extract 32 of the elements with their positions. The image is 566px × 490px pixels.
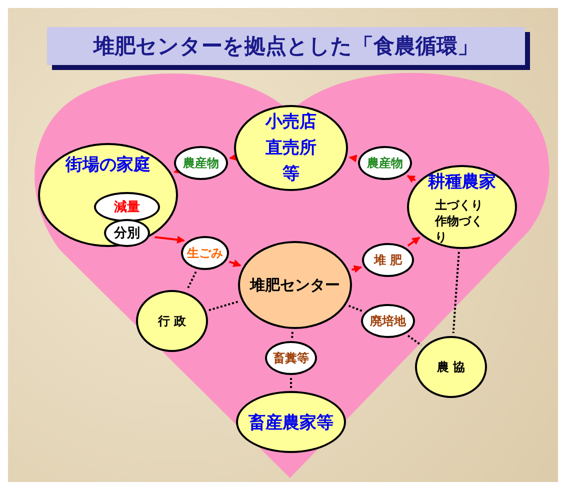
node-label: 街場の家庭 <box>66 154 150 176</box>
node-label: 畜産農家等 <box>248 412 334 434</box>
title: 堆肥センターを拠点とした「食農循環」 <box>47 27 525 65</box>
node-label: 農 協 <box>436 358 466 376</box>
node-label: 行 政 <box>158 312 186 330</box>
node-label: 堆 肥 <box>374 252 402 268</box>
dotted-line <box>186 271 197 290</box>
node-label: 農産物 <box>183 154 219 172</box>
arrow <box>229 153 238 161</box>
node-note: 土づくり作物づくり <box>435 196 484 244</box>
arrow <box>154 236 186 244</box>
dotted-line <box>452 252 460 334</box>
dotted-line <box>407 334 422 346</box>
node-label: 堆肥センター <box>250 276 340 294</box>
dotted-line <box>291 332 294 338</box>
dotted-line <box>290 378 292 388</box>
oval-node <box>104 219 150 247</box>
arrow <box>351 265 362 273</box>
arrow <box>406 175 416 183</box>
dotted-line <box>208 300 240 312</box>
node-label: 減量 <box>114 199 140 216</box>
arrow <box>407 236 420 247</box>
node-label: 廃培地 <box>370 312 406 330</box>
node-label: 生ごみ <box>187 244 223 262</box>
node-label: 耕種農家 <box>428 170 496 192</box>
node-label: 農産物 <box>367 154 403 172</box>
node-label: 分別 <box>114 225 140 242</box>
dotted-line <box>348 304 363 312</box>
node-label: 小売店直売所等 <box>264 111 318 186</box>
arrow <box>228 259 242 267</box>
arrow <box>348 154 358 162</box>
node-label: 畜糞等 <box>273 350 309 366</box>
